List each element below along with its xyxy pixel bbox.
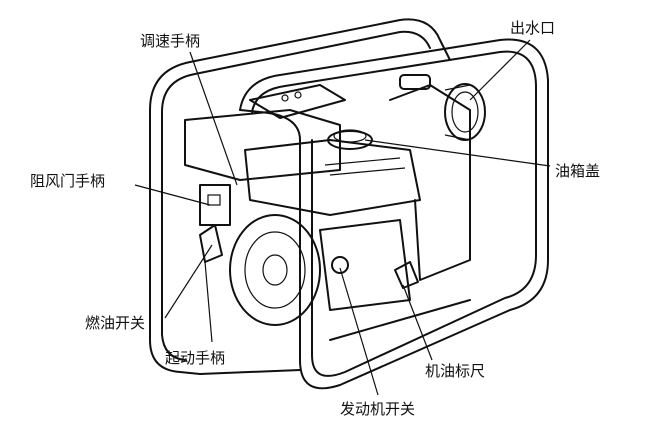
leader-start-handle [204,261,213,343]
leader-engine-switch [339,267,379,396]
leader-fuel-switch [164,244,213,319]
label-outlet: 出水口 [510,19,556,37]
label-fuel-cap: 油箱盖 [555,162,601,180]
label-start-handle: 起动手柄 [165,349,226,367]
leader-lines [134,39,551,396]
label-engine-switch: 发动机开关 [340,400,416,418]
pump-body [389,74,486,281]
leader-oil-dipstick [402,284,433,361]
label-speed-handle: 调速手柄 [140,32,201,50]
label-choke-handle: 阻风门手柄 [30,172,106,190]
label-oil-dipstick: 机油标尺 [425,362,486,380]
leader-choke-handle [134,184,211,206]
leader-outlet [469,39,531,101]
leader-speed-handle [189,51,238,186]
frame [149,18,549,390]
label-fuel-switch: 燃油开关 [85,314,146,332]
leader-fuel-cap [364,139,551,167]
engine [184,84,421,326]
